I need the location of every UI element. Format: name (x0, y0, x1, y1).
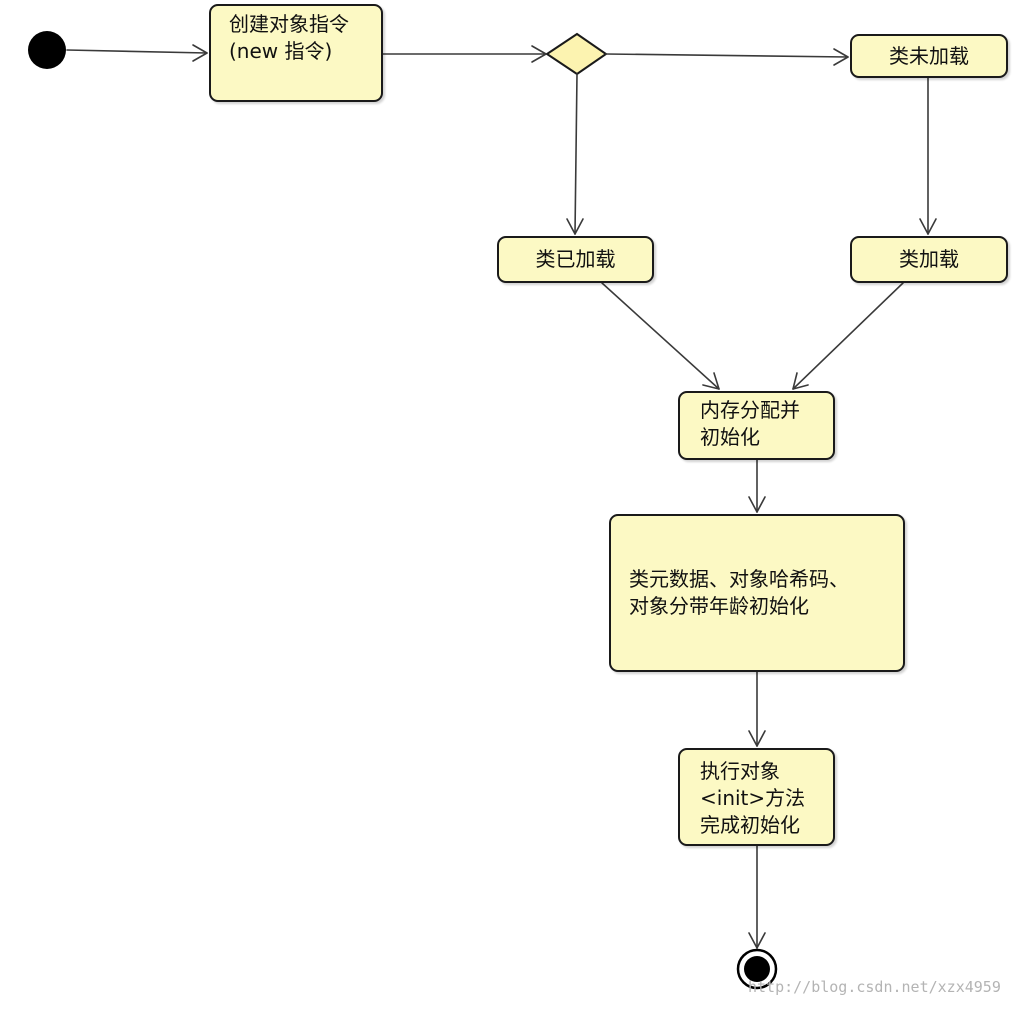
node-header-init: 类元数据、对象哈希码、 对象分带年龄初始化 (609, 514, 905, 672)
node-memory-alloc: 内存分配并 初始化 (678, 391, 835, 460)
end-node (736, 948, 778, 990)
edge-decision-to-not-loaded (605, 48, 849, 66)
start-node (28, 31, 66, 69)
edge-header-to-init (748, 671, 766, 747)
edge-memory-to-header (748, 459, 766, 513)
edge-init-to-end (748, 845, 766, 949)
decision-diamond (545, 32, 608, 76)
node-load-class: 类加载 (850, 236, 1008, 283)
node-init-method: 执行对象 <init>方法 完成初始化 (678, 748, 835, 846)
edge-loaded-to-memory (601, 282, 720, 390)
edge-not-loaded-to-load (919, 77, 937, 235)
edge-load-to-memory (792, 282, 904, 390)
edge-decision-to-loaded (566, 73, 584, 235)
edge-start-to-create (66, 44, 208, 62)
node-class-loaded: 类已加载 (497, 236, 654, 283)
watermark-url: http://blog.csdn.net/xzx4959 (748, 978, 1001, 996)
edge-create-to-decision (382, 45, 547, 63)
node-class-not-loaded: 类未加载 (850, 34, 1008, 78)
node-create-object: 创建对象指令 (new 指令) (209, 4, 383, 102)
